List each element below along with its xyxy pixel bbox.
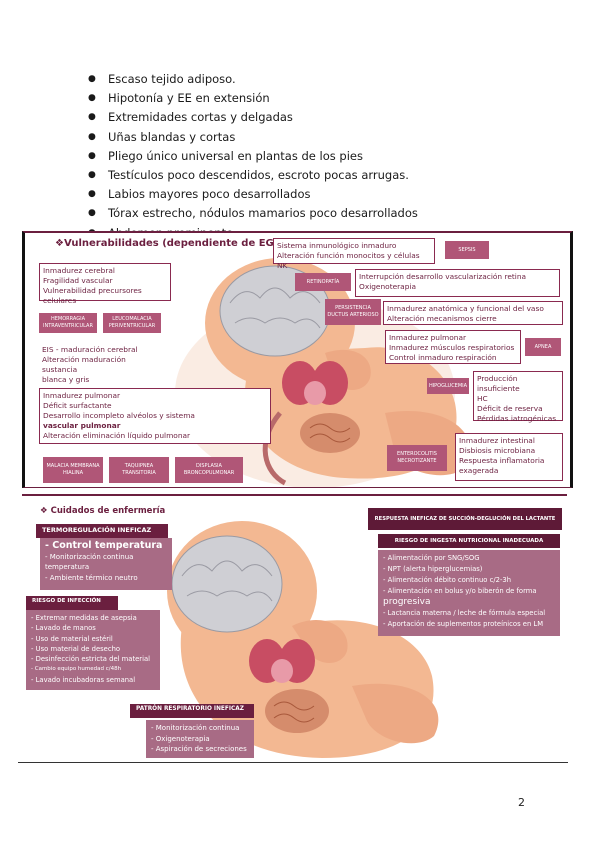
- bullet-item: Extremidades cortas y delgadas: [88, 108, 418, 127]
- bullet-list: Escaso tejido adiposo. Hipotonía y EE en…: [88, 70, 418, 243]
- box-line: - Lactancia materna / leche de fórmula e…: [383, 608, 555, 619]
- box-line: Déficit de reserva: [477, 404, 559, 414]
- box-line: Control inmaduro respiración: [389, 353, 517, 363]
- box-line: - Monitorización continua: [45, 552, 167, 563]
- box-line: progresiva: [383, 597, 555, 608]
- box-line: - Extremar medidas de asepsia: [31, 613, 155, 623]
- taquipnea-tag: TAQUIPNEA TRANSITORIA: [109, 457, 169, 483]
- box-line: - Desinfección estricta del material: [31, 654, 155, 664]
- box-line: - Alimentación débito continuo c/2-3h: [383, 575, 555, 586]
- hipoglucemia-tag: HIPOGLUCEMIA: [427, 378, 469, 394]
- ductus-tag: PERSISTENCIA DUCTUS ARTERIOSO: [325, 299, 381, 325]
- infeccion-title: RIESGO DE INFECCIÓN: [26, 596, 118, 610]
- retinopatia-tag: RETINOPATÍA: [295, 273, 351, 291]
- apnea-tag: APNEA: [525, 338, 561, 356]
- bullet-item: Escaso tejido adiposo.: [88, 70, 418, 89]
- leucomalacia-tag: LEUCOMALACIA PERIVENTRICULAR: [103, 313, 161, 333]
- box-line: - Oxigenoterapia: [151, 734, 249, 745]
- box-line: Pérdidas iatrogénicas: [477, 414, 559, 424]
- bullet-item: Uñas blandas y cortas: [88, 128, 418, 147]
- box-line: Inmadurez intestinal: [459, 436, 559, 446]
- box-line: - Lavado incubadoras semanal: [31, 675, 155, 685]
- box-line: Alteración función monocitos y células N…: [277, 251, 431, 271]
- box-line: temperatura: [45, 562, 167, 573]
- box-line: Respuesta inflamatoria: [459, 456, 559, 466]
- membrana-tag: MALACIA MEMBRANA HIALINA: [43, 457, 103, 483]
- respiratorio-box: - Monitorización continua - Oxigenoterap…: [146, 720, 254, 758]
- box-line: - Monitorización continua: [151, 723, 249, 734]
- displasia-tag: DISPLASIA BRONCOPULMONAR: [175, 457, 243, 483]
- succion-title: RESPUESTA INEFICAZ DE SUCCIÓN-DEGLUCIÓN …: [368, 508, 562, 530]
- box-line: Fragilidad vascular: [43, 276, 167, 286]
- box-line: - Control temperatura: [45, 541, 167, 552]
- box-line: exagerada: [459, 466, 559, 476]
- infeccion-box: - Extremar medidas de asepsia - Lavado d…: [26, 610, 160, 690]
- box-line: - Cambio equipo humedad c/48h: [31, 664, 155, 674]
- box-line: Sistema inmunológico inmaduro: [277, 241, 431, 251]
- hemorragia-tag: HEMORRAGIA INTRAVENTRICULAR: [39, 313, 97, 333]
- box-line: Alteración mecanismos cierre: [387, 314, 559, 324]
- bullet-item: Pliego único universal en plantas de los…: [88, 147, 418, 166]
- box-line: Producción insuficiente: [477, 374, 559, 394]
- respiratorio-title: PATRÓN RESPIRATORIO INEFICAZ: [130, 704, 254, 718]
- panel-title: ❖ Cuidados de enfermería: [40, 506, 165, 516]
- bullet-item: Tórax estrecho, nódulos mamarios poco de…: [88, 204, 418, 223]
- box-line: Inmadurez anatómica y funcional del vaso: [387, 304, 559, 314]
- bullet-item: Labios mayores poco desarrollados: [88, 185, 418, 204]
- box-line: Vulnerabilidad precursores celulares: [43, 286, 167, 306]
- bullet-item: Testículos poco descendidos, escroto poc…: [88, 166, 418, 185]
- eis-box: EIS - maduración cerebral Alteración mad…: [39, 343, 164, 383]
- hipo-box: Producción insuficiente HC Déficit de re…: [473, 371, 563, 421]
- box-line: HC: [477, 394, 559, 404]
- box-line: - NPT (alerta hiperglucemias): [383, 564, 555, 575]
- enterocolitis-tag: ENTEROCOLITIS NECROTIZANTE: [387, 445, 447, 471]
- cerebral-box: Inmadurez cerebral Fragilidad vascular V…: [39, 263, 171, 301]
- pulmonar-box: Inmadurez pulmonar Déficit surfactante D…: [39, 388, 271, 444]
- box-line: - Uso material de desecho: [31, 644, 155, 654]
- bullet-item: Hipotonía y EE en extensión: [88, 89, 418, 108]
- box-line: Alteración maduración sustancia: [42, 355, 161, 375]
- nutricion-title: RIESGO DE INGESTA NUTRICIONAL INADECUADA: [378, 534, 560, 548]
- inmuno-box: Sistema inmunológico inmaduro Alteración…: [273, 238, 435, 264]
- box-line: - Alimentación por SNG/SOG: [383, 553, 555, 564]
- box-line: Déficit surfactante: [43, 401, 267, 411]
- box-line: - Uso de material estéril: [31, 634, 155, 644]
- box-line: Inmadurez pulmonar: [389, 333, 517, 343]
- box-line: - Alimentación en bolus y/o biberón de f…: [383, 586, 555, 597]
- box-line: - Lavado de manos: [31, 623, 155, 633]
- box-line: EIS - maduración cerebral: [42, 345, 161, 355]
- termo-box: - Control temperatura - Monitorización c…: [40, 538, 172, 590]
- box-line: Disbiosis microbiana: [459, 446, 559, 456]
- termo-title: TERMOREGULACIÓN INEFICAZ: [36, 524, 168, 538]
- box-line: Inmadurez pulmonar: [43, 391, 267, 401]
- box-line: Inmadurez cerebral: [43, 266, 167, 276]
- intestinal-box: Inmadurez intestinal Disbiosis microbian…: [455, 433, 563, 481]
- retina-box: Interrupción desarrollo vascularización …: [355, 269, 560, 297]
- box-line: blanca y gris: [42, 375, 161, 385]
- panel-title: ❖Vulnerabilidades (dependiente de EG): [55, 238, 278, 249]
- nursing-care-panel: ❖ Cuidados de enfermería TERMOREGULACIÓN…: [22, 494, 567, 764]
- box-line: - Aportación de suplementos proteínicos …: [383, 619, 555, 630]
- box-line: Oxigenoterapia: [359, 282, 556, 292]
- box-line: Interrupción desarrollo vascularización …: [359, 272, 556, 282]
- box-line: Desarrollo incompleto alvéolos y sistema: [43, 411, 267, 421]
- sepsis-tag: SEPSIS: [445, 241, 489, 259]
- box-line: - Ambiente térmico neutro: [45, 573, 167, 584]
- respiratoria-box: Inmadurez pulmonar Inmadurez músculos re…: [385, 330, 521, 364]
- footer-divider: [18, 762, 568, 763]
- vaso-box: Inmadurez anatómica y funcional del vaso…: [383, 301, 563, 325]
- page-number: 2: [518, 796, 525, 809]
- box-line: Inmadurez músculos respiratorios: [389, 343, 517, 353]
- box-line: vascular pulmonar: [43, 421, 267, 431]
- vulnerabilities-panel: ❖Vulnerabilidades (dependiente de EG) In…: [22, 231, 573, 488]
- box-line: Alteración eliminación líquido pulmonar: [43, 431, 267, 441]
- box-line: - Aspiración de secreciones: [151, 744, 249, 755]
- nutricion-box: - Alimentación por SNG/SOG - NPT (alerta…: [378, 550, 560, 636]
